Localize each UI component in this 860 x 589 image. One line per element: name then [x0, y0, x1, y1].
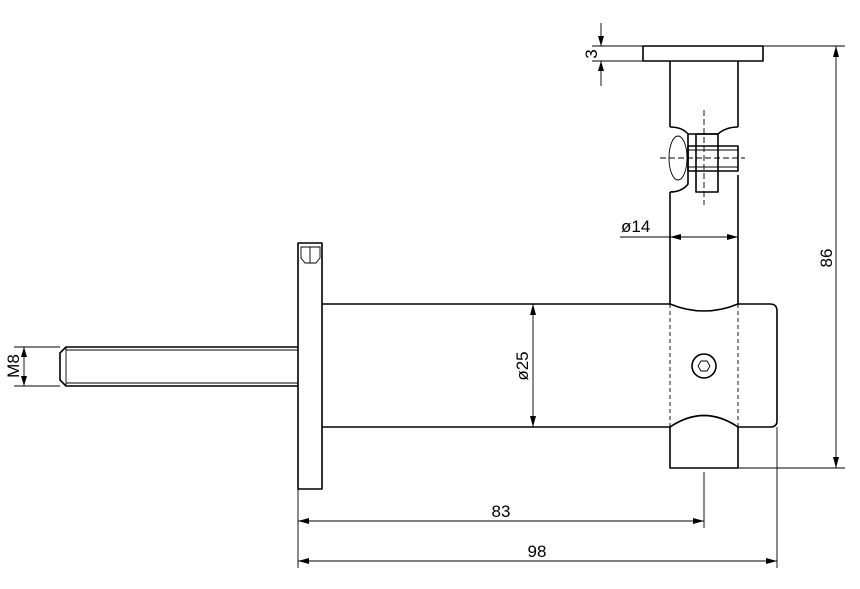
vertical-post — [669, 61, 739, 469]
dim-diameter-main-label: ø25 — [513, 351, 532, 380]
dim-diameter-small: ø14 — [620, 217, 738, 240]
main-body — [322, 303, 778, 428]
dim-total-height: 86 — [738, 45, 845, 469]
dim-length-inner-label: 83 — [492, 502, 511, 521]
dimensions: 3 86 ø14 ø25 — [4, 23, 845, 568]
dim-thickness-top: 3 — [582, 23, 643, 86]
dim-length-inner: 83 — [297, 472, 705, 568]
top-cap — [642, 45, 764, 62]
dim-length-total-label: 98 — [528, 542, 547, 561]
dim-total-height-label: 86 — [817, 249, 836, 268]
dim-thickness-top-label: 3 — [582, 49, 601, 58]
dim-diameter-main: ø25 — [513, 304, 536, 427]
part-outline — [59, 45, 778, 490]
dim-thread-label: M8 — [4, 354, 23, 378]
cross-bolt — [660, 110, 745, 205]
socket-screw — [691, 353, 717, 379]
dim-diameter-small-label: ø14 — [621, 217, 650, 236]
flange-plate — [297, 242, 323, 490]
dim-thread: M8 — [4, 346, 60, 387]
threaded-rod — [59, 346, 298, 387]
dim-length-total: 98 — [298, 427, 778, 568]
